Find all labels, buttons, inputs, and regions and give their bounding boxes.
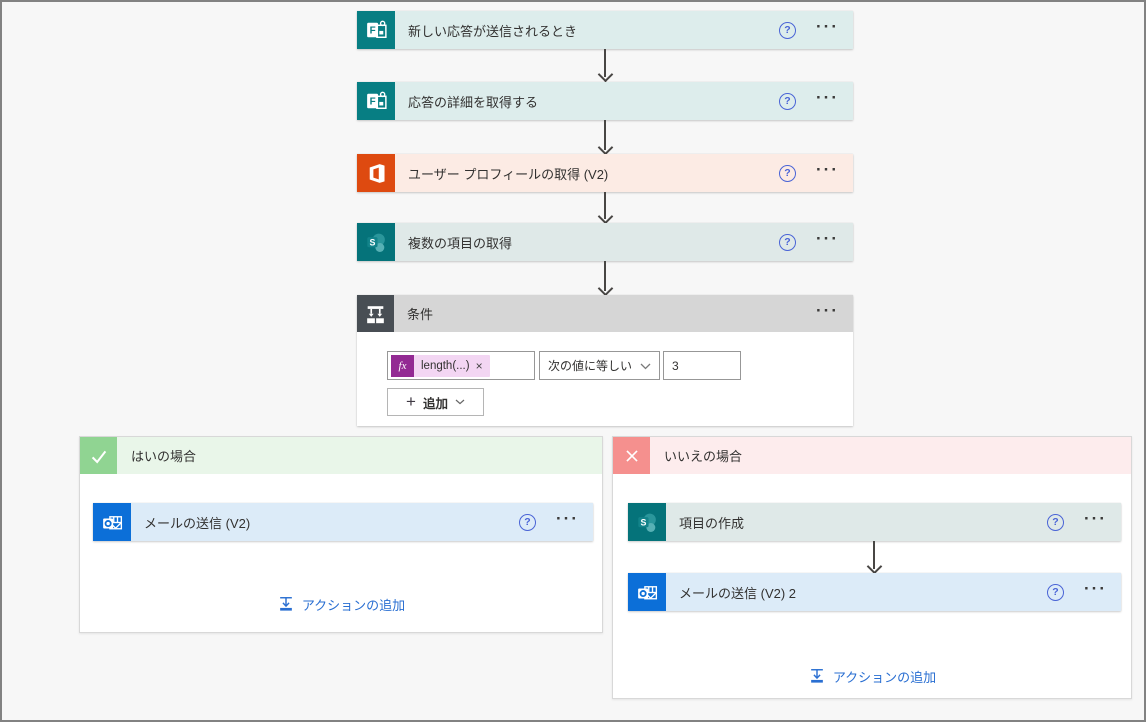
condition-header[interactable]: 条件 ···	[357, 295, 853, 332]
menu-ellipsis-icon[interactable]: ···	[1084, 579, 1107, 598]
branch-no-header[interactable]: いいえの場合	[613, 437, 1131, 474]
menu-ellipsis-icon[interactable]: ···	[816, 300, 839, 320]
action-title: 応答の詳細を取得する	[408, 94, 539, 110]
action-card-get-user-profile[interactable]: ユーザー プロフィールの取得 (V2) ? ···	[357, 154, 853, 192]
condition-card[interactable]: 条件 ··· fx length(...) × 次の値に等しい + 追加	[357, 295, 853, 426]
action-title: 複数の項目の取得	[408, 235, 513, 251]
add-action-link[interactable]: アクションの追加	[80, 593, 602, 615]
plus-icon: +	[406, 391, 416, 411]
action-title: 項目の作成	[679, 515, 745, 531]
connector-arrow	[866, 541, 882, 573]
menu-ellipsis-icon[interactable]: ···	[556, 509, 579, 528]
add-action-label: アクションの追加	[301, 597, 406, 613]
x-icon	[613, 437, 650, 474]
connector-arrow	[597, 120, 613, 154]
svg-text:F: F	[369, 96, 375, 107]
branch-if-yes: はいの場合 メールの送信 (V2) ? ··· アクションの追加	[79, 436, 603, 633]
action-title: メールの送信 (V2)	[144, 515, 251, 531]
condition-operator-dropdown[interactable]: 次の値に等しい	[539, 351, 660, 380]
branch-title: はいの場合	[131, 449, 197, 464]
branch-if-no: いいえの場合 S 項目の作成 ? ··· メールの送信 (V2) 2 ? ···…	[612, 436, 1132, 699]
menu-ellipsis-icon[interactable]: ···	[1084, 509, 1107, 528]
condition-add-row-button[interactable]: + 追加	[387, 388, 484, 416]
help-icon[interactable]: ?	[1047, 513, 1065, 531]
branch-yes-header[interactable]: はいの場合	[80, 437, 602, 474]
condition-title: 条件	[407, 307, 434, 322]
insert-action-icon	[810, 668, 823, 683]
sharepoint-icon: S	[628, 503, 666, 541]
action-card-get-response-details[interactable]: F 応答の詳細を取得する ? ···	[357, 82, 853, 120]
add-action-link[interactable]: アクションの追加	[613, 665, 1131, 687]
microsoft-forms-icon: F	[357, 11, 395, 49]
checkmark-icon	[80, 437, 117, 474]
action-card-send-email-2[interactable]: メールの送信 (V2) 2 ? ···	[628, 573, 1121, 611]
menu-ellipsis-icon[interactable]: ···	[816, 17, 839, 36]
connector-arrow	[597, 261, 613, 295]
svg-text:S: S	[640, 517, 646, 527]
action-title: メールの送信 (V2) 2	[679, 585, 797, 601]
condition-branch-icon	[357, 295, 394, 332]
condition-value-field[interactable]	[663, 351, 741, 380]
chevron-down-icon	[455, 399, 465, 405]
connector-arrow	[597, 49, 613, 81]
action-card-forms-trigger[interactable]: F 新しい応答が送信されるとき ? ···	[357, 11, 853, 49]
menu-ellipsis-icon[interactable]: ···	[816, 160, 839, 179]
expression-token[interactable]: fx length(...) ×	[391, 354, 490, 377]
help-icon[interactable]: ?	[779, 21, 797, 39]
svg-text:S: S	[369, 237, 375, 247]
fx-icon: fx	[391, 354, 414, 377]
help-icon[interactable]: ?	[1047, 583, 1065, 601]
outlook-icon	[93, 503, 131, 541]
help-icon[interactable]: ?	[779, 92, 797, 110]
help-icon[interactable]: ?	[519, 513, 537, 531]
branch-title: いいえの場合	[664, 449, 743, 464]
action-title: 新しい応答が送信されるとき	[408, 23, 578, 39]
connector-arrow	[597, 192, 613, 223]
add-action-label: アクションの追加	[832, 669, 937, 685]
chevron-down-icon	[640, 357, 651, 375]
action-card-create-item[interactable]: S 項目の作成 ? ···	[628, 503, 1121, 541]
outlook-icon	[628, 573, 666, 611]
token-close-icon[interactable]: ×	[475, 358, 483, 373]
condition-left-operand-box[interactable]: fx length(...) ×	[387, 351, 535, 380]
action-card-get-items[interactable]: S 複数の項目の取得 ? ···	[357, 223, 853, 261]
insert-action-icon	[279, 596, 292, 611]
sharepoint-icon: S	[357, 223, 395, 261]
menu-ellipsis-icon[interactable]: ···	[816, 229, 839, 248]
help-icon[interactable]: ?	[779, 233, 797, 251]
office-365-icon	[357, 154, 395, 192]
add-button-label: 追加	[422, 396, 448, 411]
svg-text:F: F	[369, 25, 375, 36]
menu-ellipsis-icon[interactable]: ···	[816, 88, 839, 107]
action-title: ユーザー プロフィールの取得 (V2)	[408, 166, 609, 182]
microsoft-forms-icon: F	[357, 82, 395, 120]
expression-token-label: length(...)	[421, 359, 470, 372]
action-card-send-email[interactable]: メールの送信 (V2) ? ···	[93, 503, 593, 541]
help-icon[interactable]: ?	[779, 164, 797, 182]
condition-value-input[interactable]	[664, 352, 740, 379]
operator-selected-value: 次の値に等しい	[548, 359, 633, 373]
